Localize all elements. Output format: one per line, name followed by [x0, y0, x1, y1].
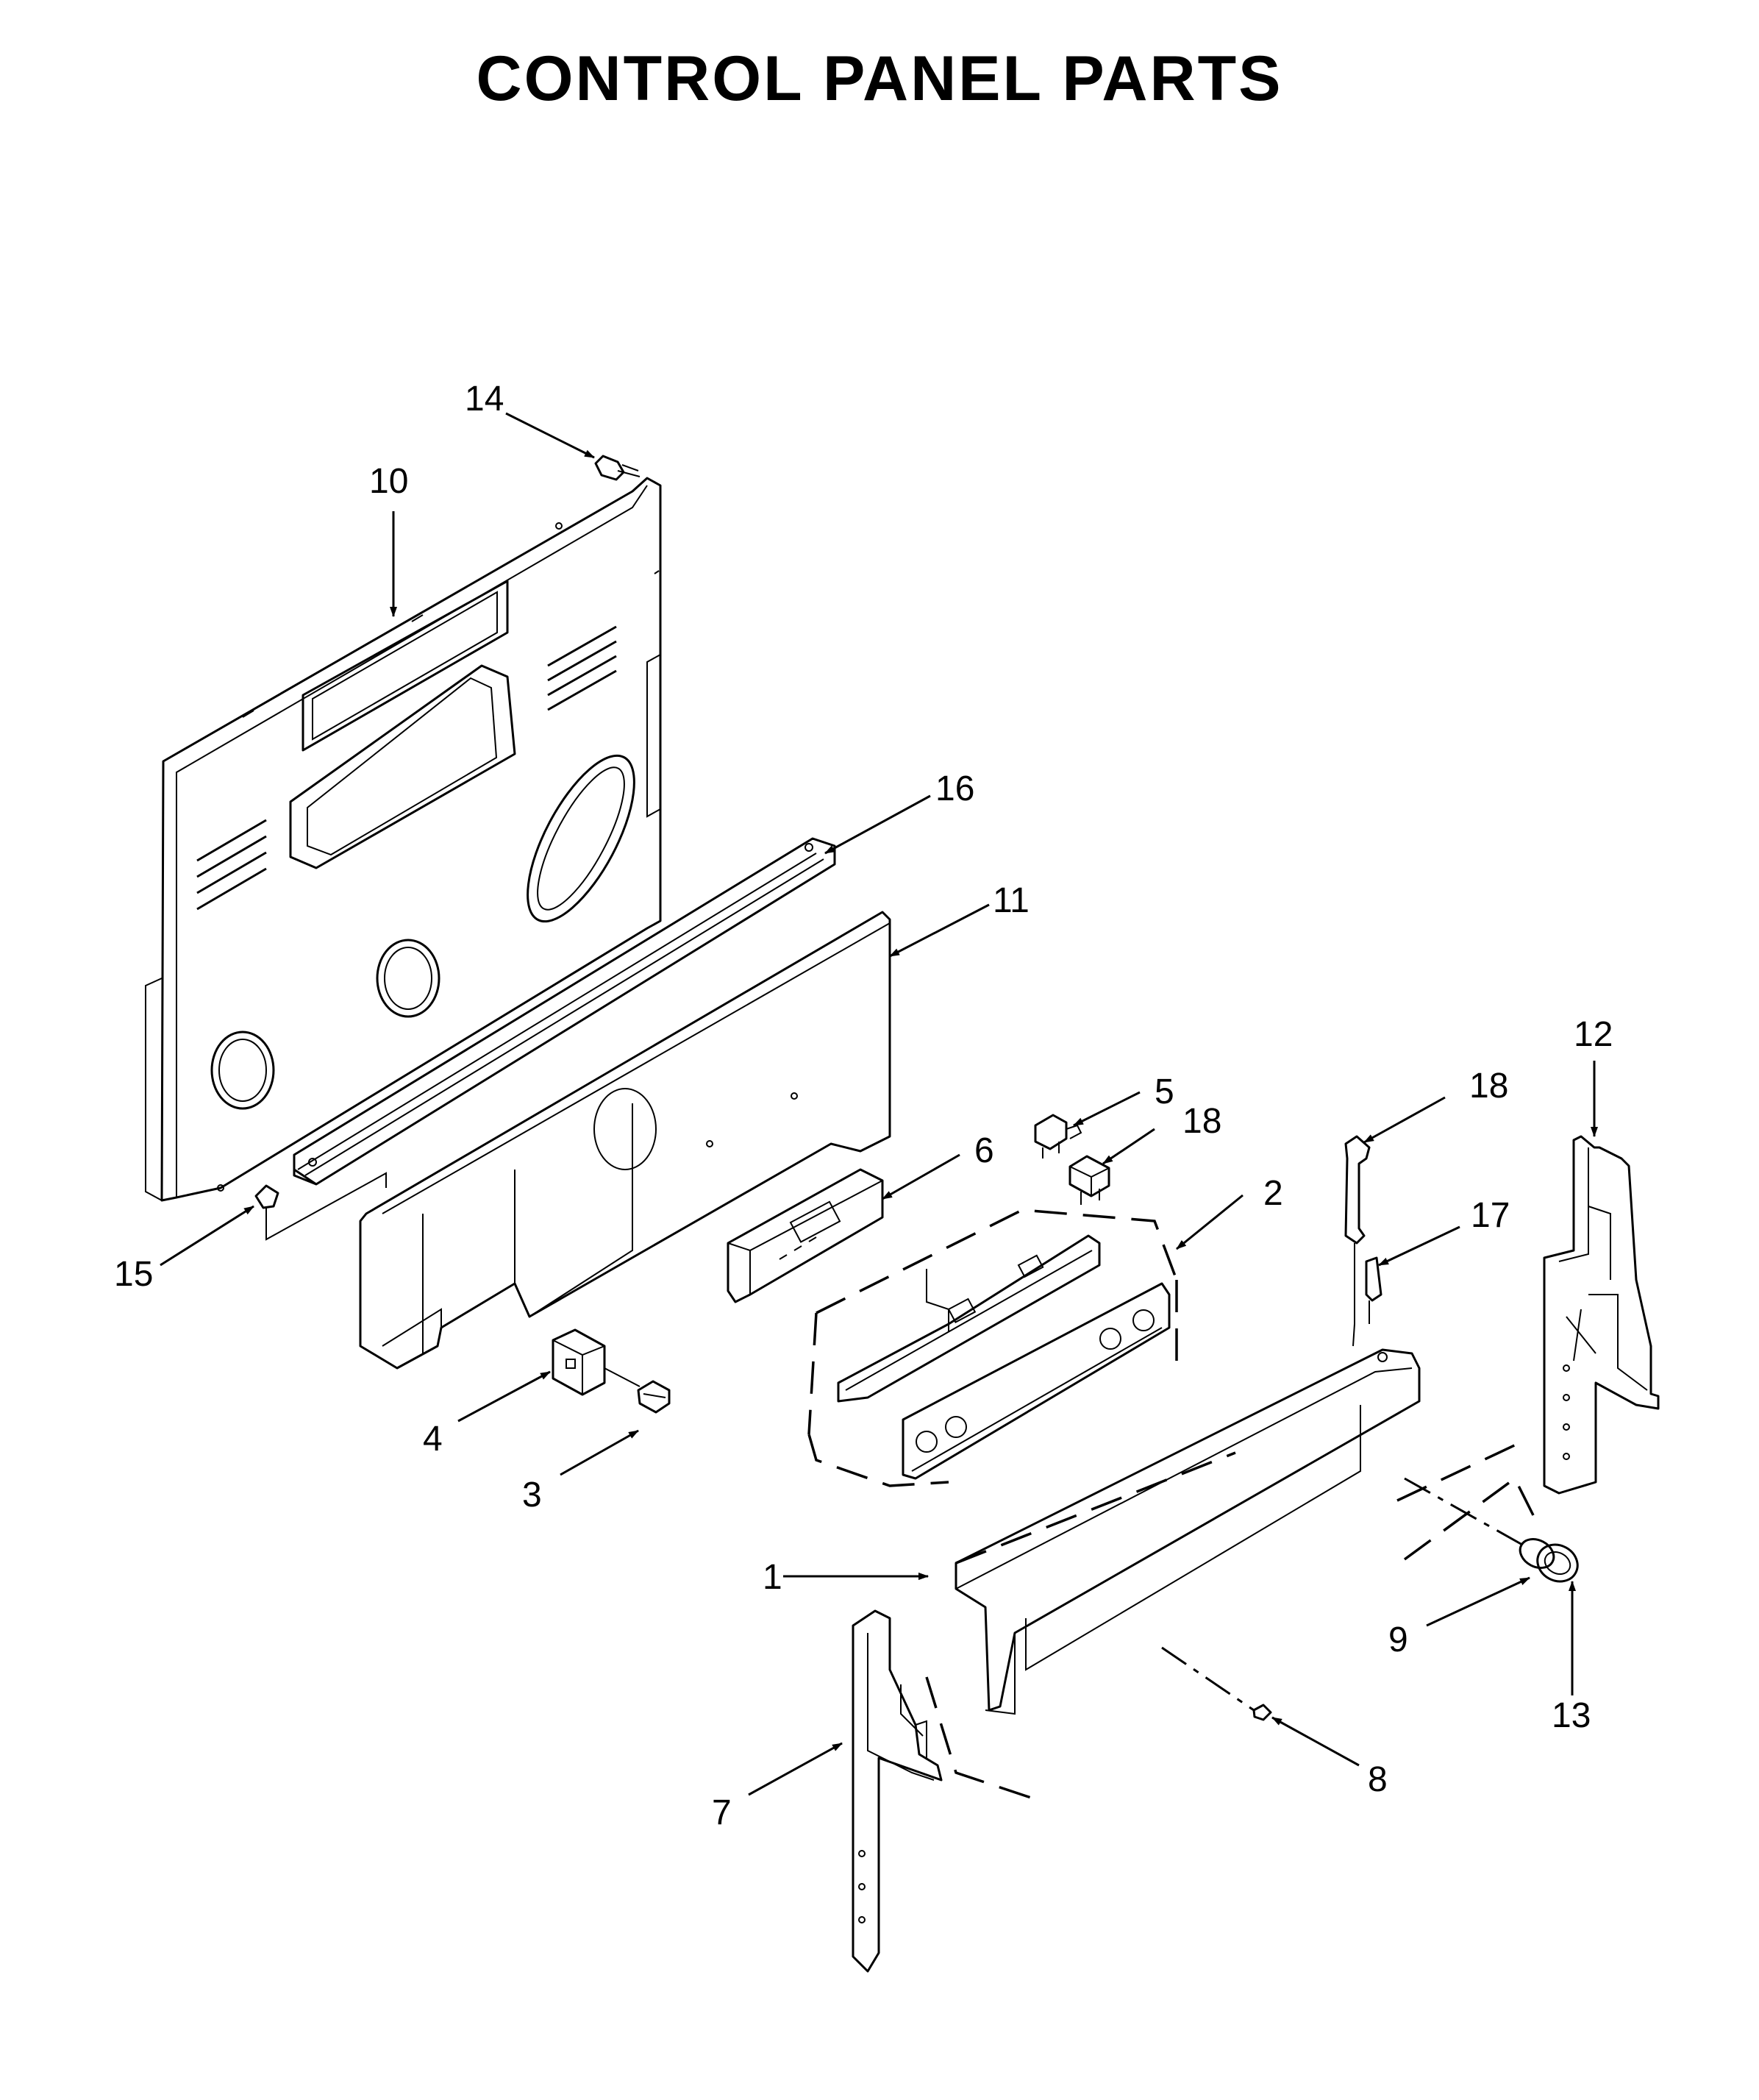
callout-15: 15	[114, 1255, 153, 1294]
callout-8: 8	[1368, 1760, 1388, 1799]
bracket-16-part	[293, 837, 836, 1186]
callout-18-relay: 18	[1182, 1102, 1221, 1141]
rear-panel-part	[145, 477, 662, 1202]
control-board-6-part	[727, 1168, 884, 1303]
callout-9: 9	[1388, 1620, 1408, 1659]
switch-4-part	[552, 1328, 641, 1396]
callout-4: 4	[423, 1420, 443, 1459]
screw-14-part	[594, 455, 641, 481]
callout-10: 10	[369, 462, 408, 501]
side-trim-12-part	[1543, 1135, 1660, 1495]
callout-18-harness: 18	[1469, 1067, 1508, 1106]
screw-3-part	[637, 1380, 671, 1414]
console-frame-1-part	[925, 1348, 1535, 1804]
callout-leaders	[160, 412, 1598, 1796]
callout-17: 17	[1471, 1196, 1510, 1235]
console-assembly-2-part	[807, 1209, 1178, 1487]
callout-7: 7	[712, 1793, 732, 1832]
callout-11: 11	[993, 881, 1030, 920]
lamp-17-part	[1365, 1256, 1382, 1324]
callout-6: 6	[974, 1131, 994, 1170]
relay-18-part	[1068, 1155, 1110, 1205]
callout-14: 14	[465, 380, 504, 419]
callout-12: 12	[1574, 1015, 1613, 1054]
dashed-leader-8	[1161, 1646, 1255, 1712]
callout-3: 3	[522, 1476, 542, 1515]
callout-1: 1	[763, 1558, 782, 1597]
callout-13: 13	[1552, 1696, 1591, 1735]
callout-16: 16	[935, 769, 974, 808]
harness-18-part	[1344, 1135, 1371, 1347]
callout-2: 2	[1263, 1174, 1283, 1213]
switch-5-part	[1034, 1114, 1082, 1158]
screw-8-part	[1252, 1704, 1272, 1721]
screw-15-part	[254, 1172, 387, 1241]
callout-5: 5	[1155, 1072, 1174, 1111]
dashed-leader-9	[1404, 1477, 1523, 1546]
side-trim-7-part	[852, 1609, 943, 1973]
page-title: CONTROL PANEL PARTS	[476, 43, 1283, 114]
callout-labels: 1 2 3 4 5 6 7 8 9 10 11 12 13 14 15 16 1…	[114, 380, 1613, 1832]
